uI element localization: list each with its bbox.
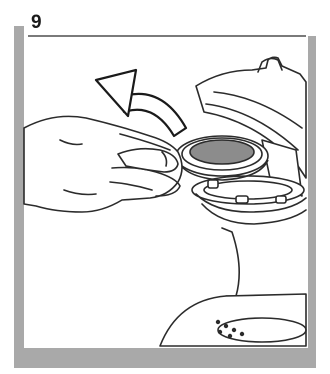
lid-seal-disc: [176, 136, 268, 180]
step-number: 9: [31, 13, 42, 33]
